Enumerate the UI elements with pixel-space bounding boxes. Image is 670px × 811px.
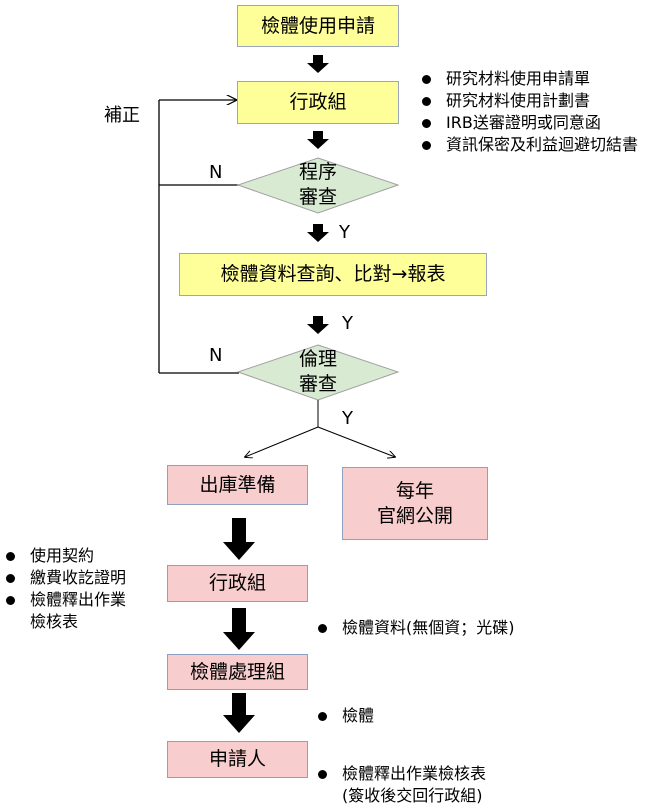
no-label-2: N	[209, 345, 223, 366]
procedure-review-line-1: 程序	[298, 161, 337, 183]
to-processing-item: 檢體資料(無個資；光碟)	[314, 617, 515, 639]
yes-label-2: Y	[342, 313, 353, 334]
release-prep-label: 出庫準備	[199, 473, 276, 496]
admin-group-label-1: 行政組	[289, 91, 347, 113]
contract-docs-item-continued: 檢核表	[30, 612, 79, 631]
yes-label-1: Y	[339, 222, 350, 243]
documents-required-item: IRB送審證明或同意函	[418, 112, 638, 134]
correction-loop	[158, 100, 239, 374]
ethics-review-line-1: 倫理	[298, 348, 337, 370]
yes-label-3: Y	[342, 408, 353, 429]
contract-docs-item: 檢體釋出作業	[2, 589, 126, 611]
to-applicant-item: 檢體	[314, 705, 374, 727]
block-arrow-5	[223, 518, 255, 560]
release-prep-box: 出庫準備	[167, 465, 308, 505]
specimen-request-box: 檢體使用申請	[237, 5, 399, 47]
admin-group-label-2: 行政組	[208, 572, 266, 594]
procedure-review-label: 程序 審查	[278, 160, 358, 210]
split-arrows	[245, 400, 395, 457]
to-processing-note: 檢體資料(無個資；光碟)	[314, 617, 515, 639]
no-label-1: N	[209, 162, 223, 183]
admin-group-box-2: 行政組	[167, 565, 308, 602]
return-docs-item: 檢體釋出作業檢核表	[314, 763, 486, 785]
specimen-request-label: 檢體使用申請	[260, 14, 375, 37]
block-arrow-3	[307, 224, 329, 242]
ethics-review-line-2: 審查	[298, 373, 337, 395]
procedure-review-line-2: 審查	[298, 186, 337, 208]
applicant-label: 申請人	[208, 748, 266, 770]
annual-publish-line-1: 每年	[395, 479, 434, 502]
ethics-review-label: 倫理 審查	[278, 347, 358, 397]
procedure-review-diamond	[236, 157, 400, 214]
data-query-label: 檢體資料查詢、比對→報表	[220, 263, 446, 285]
return-docs-note: 檢體釋出作業檢核表 (簽收後交回行政組)	[314, 763, 486, 807]
documents-required-item: 資訊保密及利益迴避切結書	[418, 134, 638, 156]
block-arrow-1	[307, 55, 329, 73]
return-docs-item-continued: (簽收後交回行政組)	[342, 786, 483, 805]
annual-publish-box: 每年 官網公開	[342, 467, 488, 540]
contract-docs-item: 使用契約	[2, 545, 126, 567]
documents-required-item: 研究材料使用計劃書	[418, 90, 638, 112]
correction-label: 補正	[104, 105, 140, 126]
annual-publish-line-2: 官網公開	[376, 504, 453, 527]
contract-docs-list: 使用契約 繳費收訖證明 檢體釋出作業 檢核表	[2, 545, 126, 633]
block-arrow-7	[223, 693, 255, 733]
admin-group-box-1: 行政組	[237, 81, 399, 124]
block-arrow-4	[307, 316, 329, 334]
documents-required-list: 研究材料使用申請單 研究材料使用計劃書 IRB送審證明或同意函 資訊保密及利益迴…	[418, 68, 638, 156]
documents-required-item: 研究材料使用申請單	[418, 68, 638, 90]
block-arrow-2	[307, 131, 329, 149]
contract-docs-item: 繳費收訖證明	[2, 567, 126, 589]
data-query-box: 檢體資料查詢、比對→報表	[179, 253, 487, 296]
block-arrow-6	[223, 608, 255, 650]
to-applicant-note: 檢體	[314, 705, 374, 727]
specimen-processing-label: 檢體處理組	[189, 660, 285, 683]
applicant-box: 申請人	[167, 741, 308, 778]
specimen-processing-box: 檢體處理組	[167, 654, 308, 690]
